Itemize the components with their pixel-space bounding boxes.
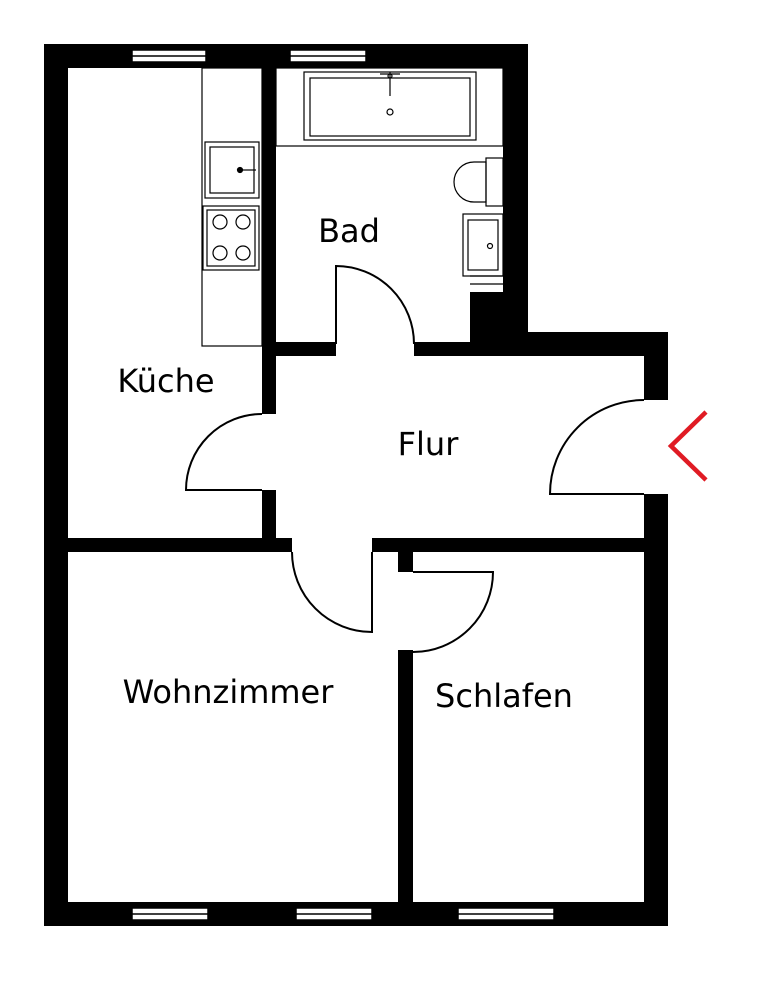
door-kitchen — [184, 413, 263, 491]
living-bedroom-wall-stub — [398, 538, 413, 572]
door-living — [291, 551, 373, 634]
room-label-wohnzimmer: Wohnzimmer — [123, 673, 335, 711]
top-wall — [44, 44, 528, 68]
left-wall — [44, 44, 68, 926]
bath-bottom-wall-right — [414, 342, 514, 356]
walls — [44, 44, 668, 926]
toilet-icon — [453, 157, 504, 207]
kitchen-hall-wall-upper — [262, 342, 276, 414]
room-label-schlafen: Schlafen — [435, 677, 573, 715]
living-top-wall-right — [372, 538, 668, 552]
windows — [131, 49, 555, 921]
bath-fixtures — [275, 67, 504, 285]
doors — [184, 264, 645, 653]
kitchen-counter-outline — [201, 67, 263, 347]
room-label-kueche: Küche — [117, 362, 214, 400]
kitchen-counter — [201, 67, 263, 347]
kitchen-hall-wall-lower — [262, 490, 276, 552]
kitchen-bath-wall — [262, 44, 276, 356]
door-bath — [335, 264, 415, 345]
kitchen-sink-icon — [204, 141, 260, 199]
bathtub-icon — [303, 71, 477, 141]
hall-top-wall-right — [503, 332, 668, 356]
room-label-flur: Flur — [398, 425, 460, 463]
right-wall-lower — [644, 494, 668, 926]
right-wall-upper — [644, 332, 668, 400]
washbasin-icon — [462, 213, 504, 277]
room-label-bad: Bad — [318, 212, 380, 250]
bath-bottom-wall-left — [262, 342, 336, 356]
stove-icon — [202, 205, 260, 271]
credit-text: ©grundrissprofi.de — [647, 769, 665, 912]
door-bedroom — [412, 571, 495, 653]
door-entrance — [548, 399, 645, 495]
entrance-arrow-icon — [667, 410, 708, 482]
living-bedroom-wall — [398, 650, 413, 926]
living-top-wall-left — [44, 538, 292, 552]
